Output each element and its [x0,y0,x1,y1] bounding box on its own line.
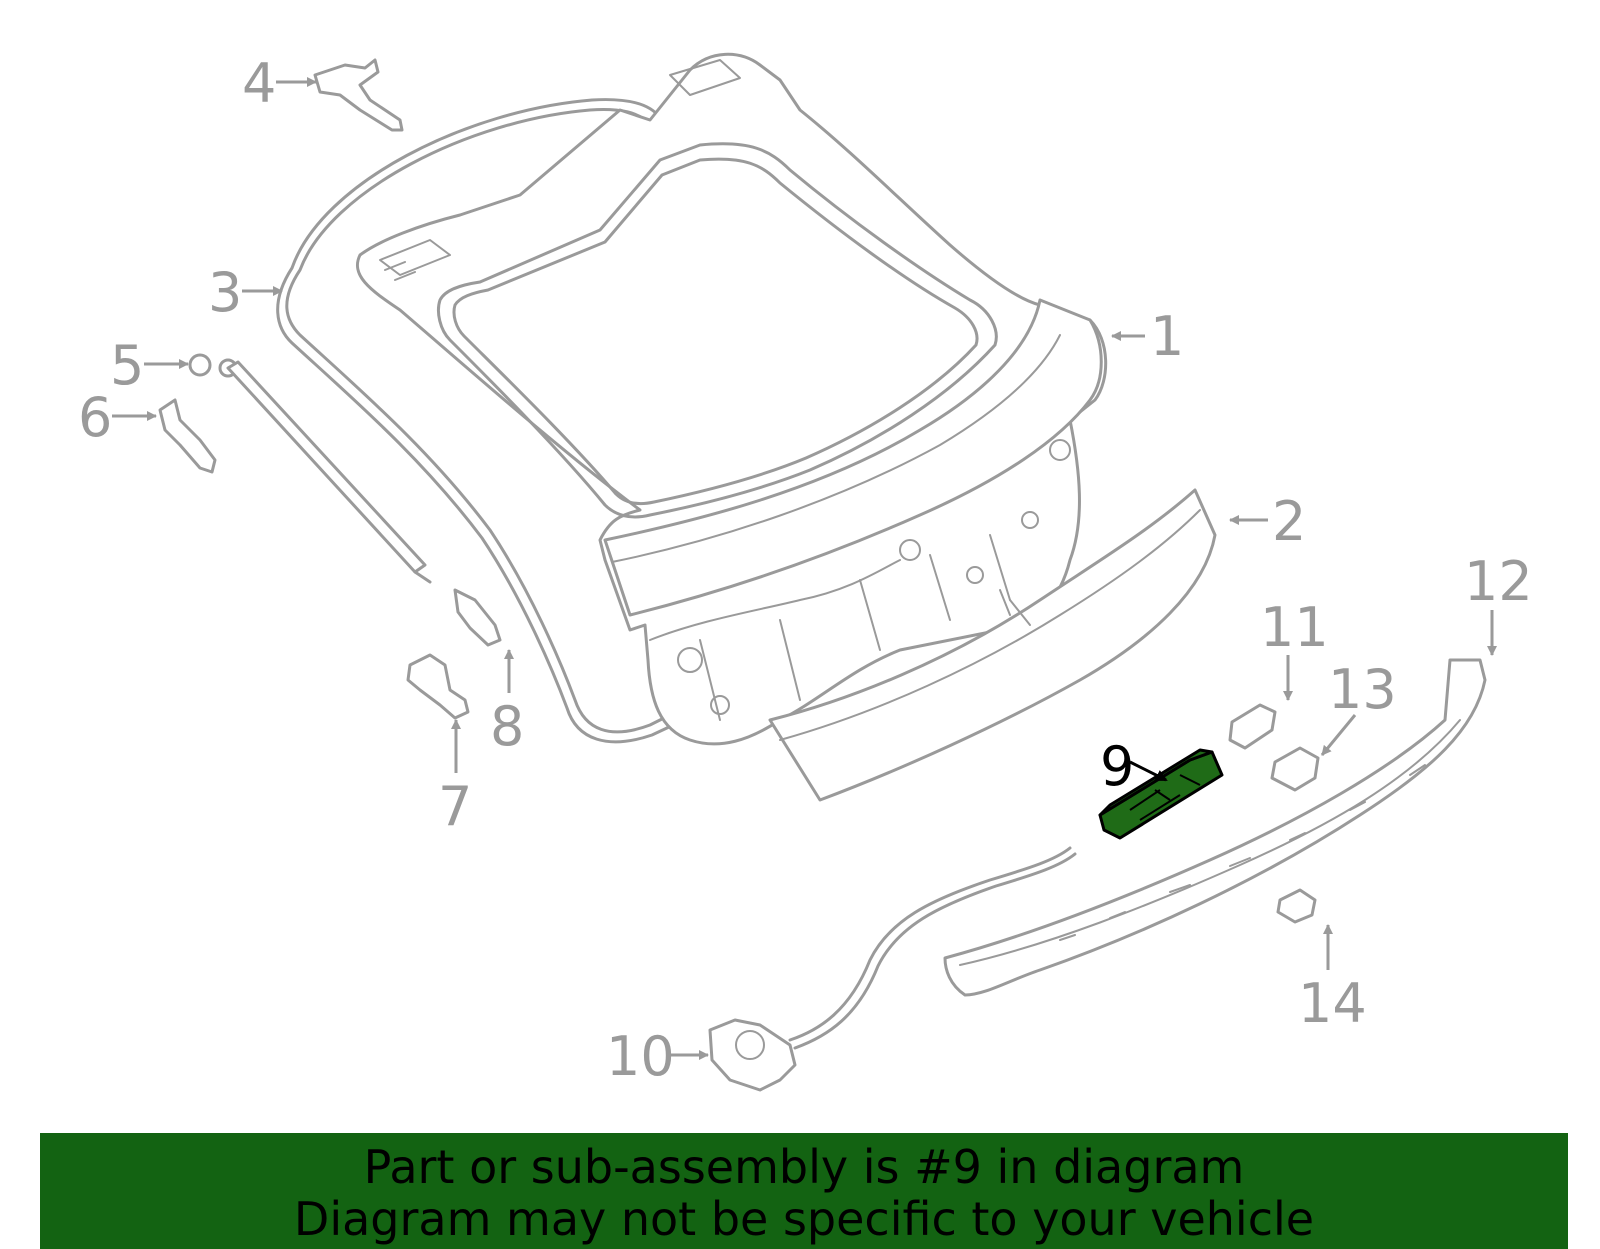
info-banner: Part or sub-assembly is #9 in diagram Di… [40,1133,1568,1249]
banner-line-1: Part or sub-assembly is #9 in diagram [363,1140,1245,1194]
part-10-latch [708,846,1077,1092]
callout-3-label: 3 [208,261,242,324]
part-4-hinge [313,58,404,132]
callout-10-label: 10 [606,1025,675,1088]
callout-12: 12 [1464,550,1533,656]
callout-13: 13 [1320,658,1397,756]
callout-6: 6 [78,386,157,449]
callout-11: 11 [1260,596,1329,701]
callout-2-label: 2 [1272,490,1306,553]
callout-6-label: 6 [78,386,112,449]
callout-1-label: 1 [1150,305,1184,368]
part-12-lower-trim [943,658,1487,997]
callout-12-label: 12 [1464,550,1533,613]
callout-2: 2 [1229,490,1306,553]
banner-line-2: Diagram may not be specific to your vehi… [293,1192,1315,1246]
part-9-switch [1098,748,1224,840]
callout-5: 5 [110,334,189,397]
callout-7: 7 [438,719,472,838]
callout-3: 3 [208,261,283,324]
callout-4: 4 [242,52,317,115]
part-5-ball-stud [188,353,238,378]
callout-14-label: 14 [1298,972,1367,1035]
callout-9: 9 [1100,735,1168,798]
part-7-striker [406,653,470,720]
part-13-clip [1270,746,1320,792]
callout-5-label: 5 [110,334,144,397]
callout-14: 14 [1298,924,1367,1035]
callout-4-label: 4 [242,52,276,115]
callout-1: 1 [1111,305,1184,368]
part-8-clip [453,588,502,647]
part-1-liftgate [355,52,1108,746]
part-6-bracket [158,398,217,474]
callout-7-label: 7 [438,775,472,838]
part-2-trim-panel [768,488,1217,802]
callout-8-label: 8 [490,695,524,758]
gas-strut [226,360,432,584]
callout-11-label: 11 [1260,596,1329,659]
callout-9-label: 9 [1100,735,1134,798]
callout-13-label: 13 [1328,658,1397,721]
callout-8: 8 [490,649,524,758]
part-11-bracket [1228,703,1277,750]
part-14-clip [1276,888,1317,924]
callout-10: 10 [606,1025,709,1088]
